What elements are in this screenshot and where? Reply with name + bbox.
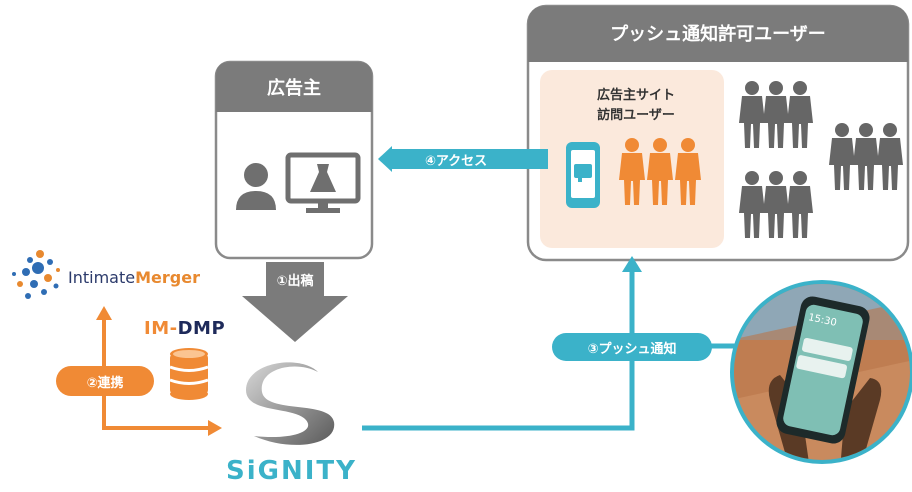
signity-wordmark: SiGNITY — [226, 456, 357, 486]
dress-icon — [310, 164, 336, 192]
im-dmp-prefix: IM- — [144, 318, 178, 339]
database-icon — [169, 348, 209, 400]
smartphone-icon — [566, 142, 600, 208]
push-users-title: プッシュ通知許可ユーザー — [610, 24, 826, 45]
intimate-merger-prefix: Intimate — [68, 268, 136, 287]
publish-arrow — [242, 262, 348, 342]
signity-logo-icon — [246, 362, 335, 445]
link-connector — [102, 316, 212, 430]
push-users-panel — [526, 4, 910, 262]
push-arrow-head-icon — [622, 256, 642, 272]
access-arrow — [378, 146, 548, 172]
step2-label: ②連携 — [56, 366, 154, 396]
monitor-icon — [285, 152, 361, 213]
im-dmp-logo: IM-DMP — [144, 318, 225, 339]
person-silhouette-icon — [236, 163, 276, 210]
advertiser-title: 広告主 — [267, 78, 321, 99]
step4-label: ④アクセス — [424, 154, 488, 169]
site-visitors-label: 広告主サイト 訪問ユーザー — [596, 88, 675, 123]
step1-label: ①出稿 — [276, 274, 314, 289]
step3-label: ③プッシュ通知 — [552, 333, 712, 361]
intimate-merger-logo-icon — [12, 250, 60, 299]
intimate-merger-suffix: Merger — [135, 268, 200, 287]
intimate-merger-logo-text: IntimateMerger — [68, 268, 200, 287]
link-arrow-right-icon — [208, 420, 222, 436]
phone-photo — [730, 280, 912, 464]
link-arrow-up-icon — [96, 306, 112, 320]
im-dmp-suffix: DMP — [177, 318, 226, 339]
